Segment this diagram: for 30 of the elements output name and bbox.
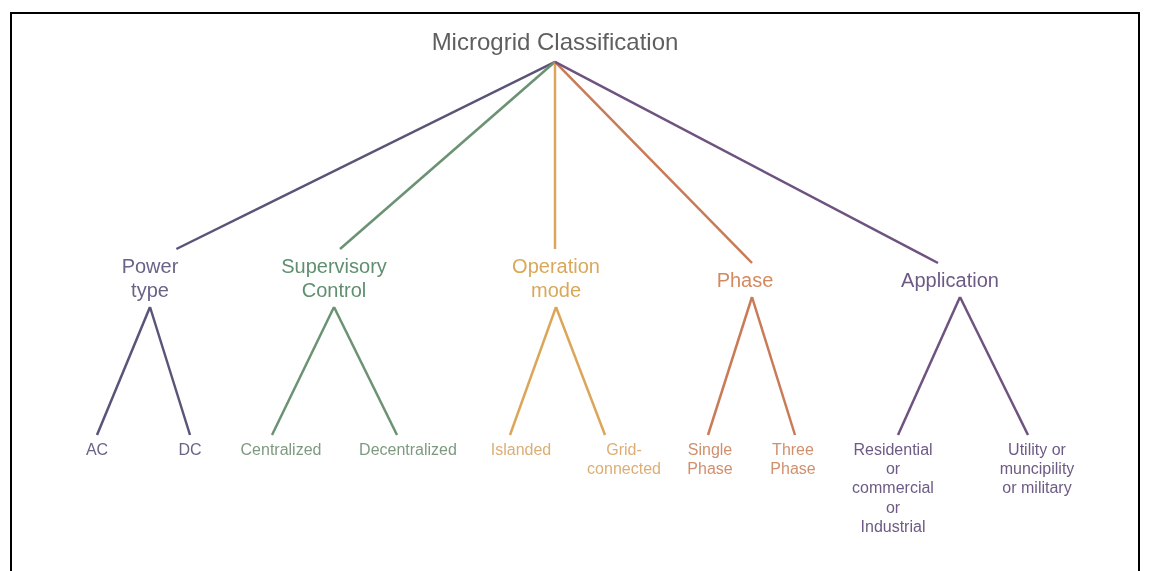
leaf-label: Grid-connected [587, 440, 661, 479]
connector-line [332, 306, 399, 436]
connector-line [95, 306, 152, 436]
connector-line [148, 306, 192, 436]
leaf-label: Three Phase [770, 440, 816, 479]
leaf-label: Single Phase [687, 440, 733, 479]
connector-line [750, 296, 797, 436]
root-label: Microgrid Classification [431, 28, 679, 57]
category-label: Power type [121, 254, 179, 302]
leaf-label: Residential or commercial or Industrial [852, 440, 934, 536]
category-label: Application [901, 268, 999, 292]
connector-line [339, 60, 556, 250]
connector-line [554, 60, 939, 265]
leaf-label: Decentralized [359, 440, 457, 460]
leaf-label: Utility or muncipility or military [999, 440, 1075, 498]
leaf-label: DC [178, 440, 202, 460]
connector-line [896, 296, 962, 436]
connector-line [554, 306, 607, 436]
connector-line [706, 296, 754, 436]
leaf-label: Centralized [240, 440, 322, 460]
connector-line [553, 61, 557, 249]
category-label: Phase [716, 268, 774, 292]
connector-line [508, 306, 558, 436]
leaf-label: AC [85, 440, 109, 460]
category-label: Operation mode [512, 254, 600, 302]
category-label: Supervisory Control [281, 254, 387, 302]
connector-line [270, 306, 336, 436]
connector-line [958, 296, 1030, 436]
leaf-label: Islanded [490, 440, 552, 460]
connector-line [554, 60, 753, 264]
